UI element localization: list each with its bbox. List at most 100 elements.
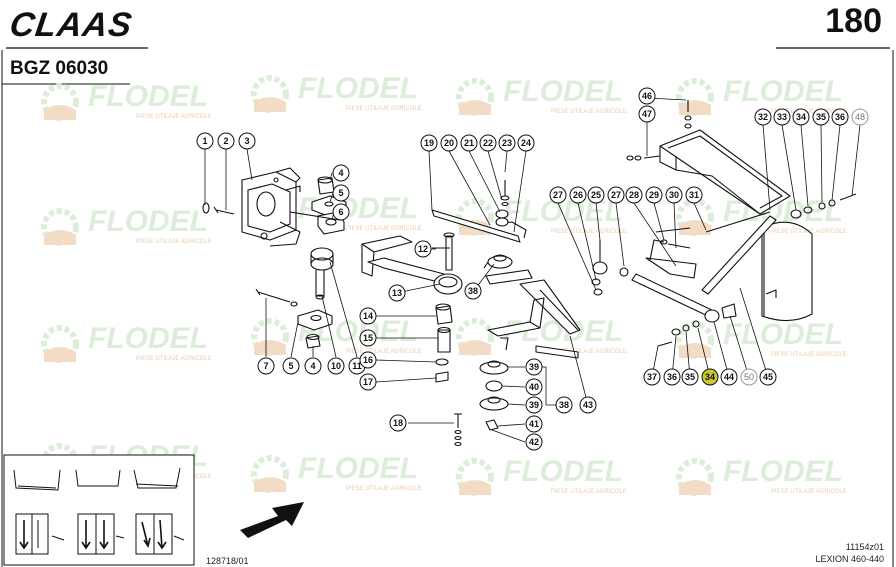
- svg-text:29: 29: [649, 190, 659, 200]
- callout: 28: [625, 186, 643, 204]
- watermark-tagline: PIESE UTILAJE AGRICOLE: [136, 239, 212, 245]
- callout: 45: [759, 368, 777, 386]
- watermark-tagline: PIESE UTILAJE AGRICOLE: [551, 489, 627, 495]
- callout: 27: [607, 186, 625, 204]
- callout: 3: [238, 132, 256, 150]
- callout: 4: [304, 357, 322, 375]
- callout: 16: [359, 351, 377, 369]
- svg-text:2: 2: [223, 136, 228, 146]
- watermark-tagline: PIESE UTILAJE AGRICOLE: [346, 486, 422, 492]
- watermark-tagline: PIESE UTILAJE AGRICOLE: [346, 106, 422, 112]
- callout: 44: [720, 368, 738, 386]
- callout: 10: [327, 357, 345, 375]
- svg-text:27: 27: [553, 190, 563, 200]
- svg-text:27: 27: [611, 190, 621, 200]
- callout: 14: [359, 307, 377, 325]
- watermark-name: FLODEL: [88, 322, 208, 355]
- orientation-inset: [3, 454, 195, 566]
- watermark-name: FLODEL: [723, 318, 843, 351]
- watermark-name: FLODEL: [298, 452, 418, 485]
- page-number: 180: [825, 2, 882, 40]
- callout: 36: [663, 368, 681, 386]
- svg-text:4: 4: [310, 361, 315, 371]
- callout-bubbles: 1 2 3 4 5 6 7 5 4 10 11 12 13 14 15 16 1…: [196, 87, 869, 451]
- watermark-name: FLODEL: [503, 75, 623, 108]
- callout: 30: [665, 186, 683, 204]
- svg-text:26: 26: [573, 190, 583, 200]
- svg-text:34: 34: [705, 372, 715, 382]
- callout: 35: [681, 368, 699, 386]
- watermark-tagline: PIESE UTILAJE AGRICOLE: [771, 109, 847, 115]
- callout: 23: [498, 134, 516, 152]
- watermark-logo: FLODEL PIESE UTILAJE AGRICOLE: [41, 322, 212, 363]
- callout: 24: [517, 134, 535, 152]
- callout: 6: [332, 203, 350, 221]
- callout: 7: [257, 357, 275, 375]
- svg-text:30: 30: [669, 190, 679, 200]
- watermark-logo: FLODEL PIESE UTILAJE AGRICOLE: [676, 318, 847, 359]
- svg-text:47: 47: [642, 109, 652, 119]
- svg-text:36: 36: [667, 372, 677, 382]
- callout: 35: [812, 108, 830, 126]
- callout: 38: [464, 282, 482, 300]
- svg-text:11: 11: [352, 361, 362, 371]
- callout: 40: [525, 378, 543, 396]
- callout: 19: [420, 134, 438, 152]
- svg-text:25: 25: [591, 190, 601, 200]
- watermark-logo: FLODEL PIESE UTILAJE AGRICOLE: [676, 75, 847, 116]
- watermark-logo: FLODEL PIESE UTILAJE AGRICOLE: [456, 455, 627, 496]
- svg-text:22: 22: [483, 138, 493, 148]
- leader-lines: [204, 97, 861, 443]
- svg-text:23: 23: [502, 138, 512, 148]
- svg-text:15: 15: [363, 333, 373, 343]
- svg-text:12: 12: [418, 244, 428, 254]
- document-reference: 128718/01: [206, 556, 249, 566]
- watermark-tagline: PIESE UTILAJE AGRICOLE: [771, 489, 847, 495]
- svg-text:41: 41: [529, 419, 539, 429]
- callout: 36: [831, 108, 849, 126]
- callout: 12: [414, 240, 432, 258]
- callout-highlighted: 34: [701, 368, 719, 386]
- svg-text:38: 38: [468, 286, 478, 296]
- svg-text:7: 7: [263, 361, 268, 371]
- callout: 31: [685, 186, 703, 204]
- svg-text:37: 37: [647, 372, 657, 382]
- svg-text:1: 1: [202, 136, 207, 146]
- machine-model: LEXION 460-440: [815, 554, 884, 564]
- callout: 17: [359, 373, 377, 391]
- callout: 18: [389, 414, 407, 432]
- callout: 1: [196, 132, 214, 150]
- callout: 43: [579, 396, 597, 414]
- callout: 47: [638, 105, 656, 123]
- watermark-name: FLODEL: [723, 75, 843, 108]
- watermark-name: FLODEL: [88, 205, 208, 238]
- watermark-tagline: PIESE UTILAJE AGRICOLE: [346, 226, 422, 232]
- callout: 32: [754, 108, 772, 126]
- svg-text:46: 46: [642, 91, 652, 101]
- svg-text:35: 35: [685, 372, 695, 382]
- callout: 48: [851, 108, 869, 126]
- callout: 4: [332, 164, 350, 182]
- watermark-tagline: PIESE UTILAJE AGRICOLE: [551, 349, 627, 355]
- figure-reference: 11154z01 LEXION 460-440: [815, 541, 884, 565]
- callout: 37: [643, 368, 661, 386]
- svg-text:5: 5: [288, 361, 293, 371]
- svg-text:28: 28: [629, 190, 639, 200]
- watermark-tagline: PIESE UTILAJE AGRICOLE: [346, 349, 422, 355]
- svg-text:44: 44: [724, 372, 734, 382]
- svg-text:19: 19: [424, 138, 434, 148]
- callout: 27: [549, 186, 567, 204]
- watermark-name: FLODEL: [503, 455, 623, 488]
- callout: 42: [525, 433, 543, 451]
- svg-text:17: 17: [363, 377, 373, 387]
- watermark-tagline: PIESE UTILAJE AGRICOLE: [551, 109, 627, 115]
- svg-text:3: 3: [244, 136, 249, 146]
- part-drawings: [202, 97, 861, 447]
- svg-text:50: 50: [744, 372, 754, 382]
- callout: 46: [638, 87, 656, 105]
- callout: 41: [525, 415, 543, 433]
- svg-text:40: 40: [529, 382, 539, 392]
- direction-arrow-icon: [240, 502, 304, 538]
- svg-text:35: 35: [816, 112, 826, 122]
